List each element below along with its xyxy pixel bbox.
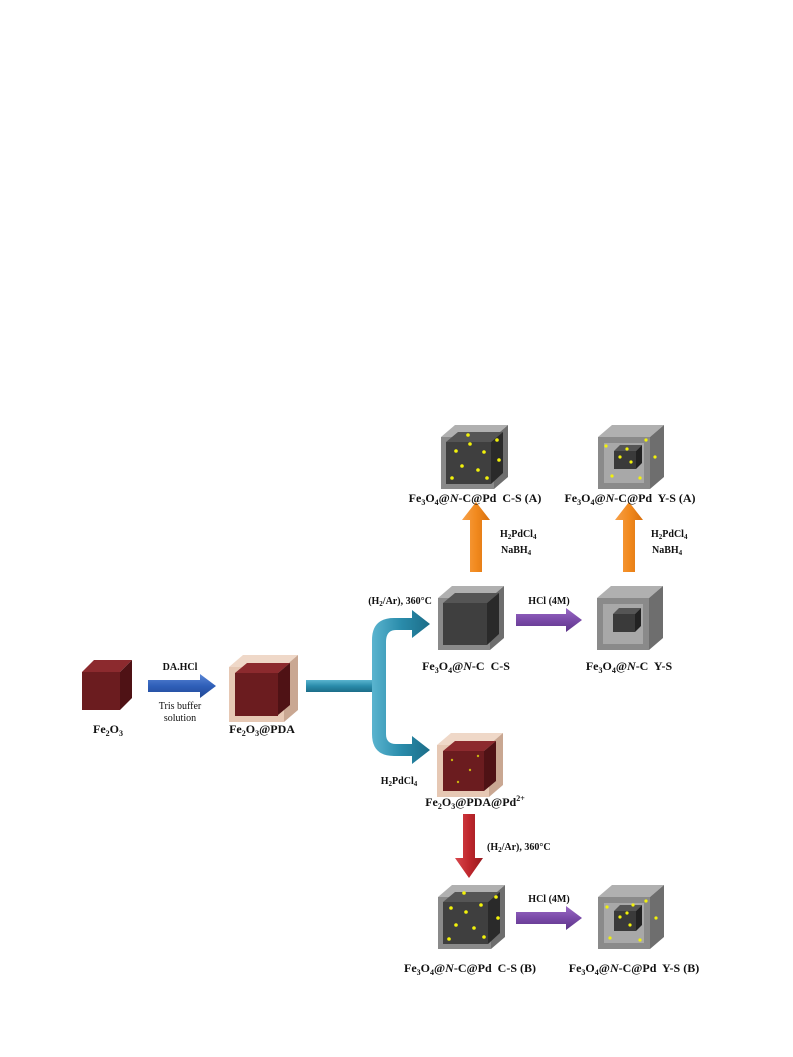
label-fe2o3: Fe2O3: [93, 722, 123, 738]
cond-hcl-bottom: HCl (4M): [528, 894, 569, 905]
yolk-shell-cube-icon: [597, 586, 663, 650]
cond-h2pdcl4-a1: H2PdCl4: [500, 529, 537, 541]
yolk-shell-pd-a-cube-icon: [598, 425, 664, 489]
cond-h2ar-bottom: (H2/Ar), 360°C: [487, 842, 551, 854]
cond-h2ar-top: (H2/Ar), 360°C: [368, 596, 432, 608]
cond-hcl-top: HCl (4M): [528, 596, 569, 607]
cond-nabh4-a2: NaBH4: [652, 545, 683, 557]
label-ys-a: Fe3O4@N-C@Pd Y-S (A): [564, 491, 695, 507]
pd-nanoparticle-icon: [450, 433, 501, 480]
pd-nanoparticle-icon: [447, 891, 500, 941]
fe2o3-pda-cube-icon: [229, 655, 298, 722]
purple-arrow-top: [516, 608, 582, 632]
fe2o3-cube-icon: [82, 660, 132, 710]
label-ys-b: Fe3O4@N-C@Pd Y-S (B): [569, 961, 699, 977]
blue-arrow: [148, 674, 216, 698]
cond-tris-line1: Tris buffer: [159, 701, 202, 712]
cond-da-hcl: DA.HCl: [163, 662, 198, 673]
pd-ion-icon: [450, 754, 480, 784]
red-arrow: [455, 814, 483, 878]
cond-h2pdcl4-branch: H2PdCl4: [381, 776, 418, 788]
cond-h2pdcl4-a2: H2PdCl4: [651, 529, 688, 541]
label-cs-b: Fe3O4@N-C@Pd C-S (B): [404, 961, 536, 977]
label-cs-a: Fe3O4@N-C@Pd C-S (A): [409, 491, 542, 507]
cond-nabh4-a1: NaBH4: [501, 545, 532, 557]
cond-tris-line2: solution: [164, 713, 196, 724]
core-shell-cube-icon: [438, 586, 504, 650]
purple-arrow-bottom: [516, 906, 582, 930]
fe2o3-pda-pd-cube-icon: [437, 733, 503, 797]
core-shell-pd-a-cube-icon: [441, 425, 508, 489]
pd-nanoparticle-icon: [605, 899, 658, 942]
label-fe2o3-pda-pd: Fe2O3@PDA@Pd2+: [425, 794, 525, 811]
teal-branch-arrow: [306, 610, 430, 764]
orange-arrow-a1: [462, 502, 490, 572]
label-ys: Fe3O4@N-C Y-S: [586, 659, 673, 675]
yolk-shell-pd-b-cube-icon: [598, 885, 664, 949]
pd-nanoparticle-icon: [604, 438, 657, 480]
orange-arrow-a2: [615, 502, 643, 572]
core-shell-pd-b-cube-icon: [438, 885, 505, 949]
label-cs: Fe3O4@N-C C-S: [422, 659, 510, 675]
label-fe2o3-pda: Fe2O3@PDA: [229, 722, 295, 738]
